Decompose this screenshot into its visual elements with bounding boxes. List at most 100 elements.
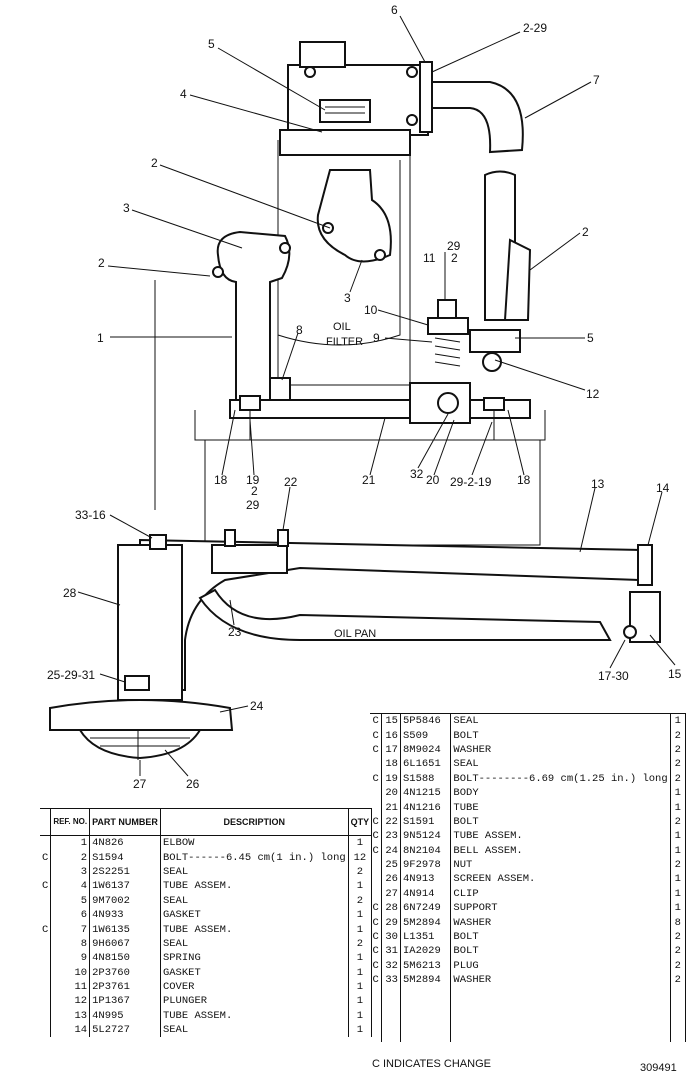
ref-no: 30 — [381, 929, 401, 945]
change-indicator — [40, 966, 51, 980]
callout-2: 2 — [98, 256, 105, 270]
callout-17-30: 17-30 — [598, 669, 629, 683]
ref-no: 31 — [381, 944, 401, 959]
callout-25-29-31: 25-29-31 — [47, 668, 95, 682]
callout-18: 18 — [214, 473, 228, 487]
ref-no: 23 — [381, 829, 401, 844]
ref-no: 16 — [381, 728, 401, 743]
tube-assem-7 — [431, 81, 524, 154]
change-indicator — [40, 1009, 51, 1023]
part-number: 4N913 — [400, 872, 452, 887]
quantity: 2 — [670, 857, 687, 873]
callout-2: 2 — [151, 156, 158, 170]
quantity: 8 — [670, 915, 687, 930]
callout-2: 2 — [251, 484, 258, 498]
part-number: 9N5124 — [400, 829, 452, 844]
ref-no: 13 — [50, 1008, 91, 1024]
plug-32 — [437, 392, 459, 414]
change-indicator: C — [372, 959, 379, 972]
callout-32: 32 — [410, 467, 424, 481]
quantity: 1 — [670, 843, 687, 858]
description: TUBE ASSEM. — [160, 879, 349, 894]
part-number-header: PART NUMBER — [89, 808, 161, 836]
change-note: C INDICATES CHANGE — [372, 1058, 491, 1070]
callout-10: 10 — [364, 303, 378, 317]
change-indicator: C — [42, 880, 49, 893]
change-indicator: C — [372, 931, 379, 944]
ref-no: 25 — [381, 857, 401, 873]
relief-valve — [427, 299, 521, 372]
description: SUPPORT — [450, 901, 671, 916]
callout-26: 26 — [186, 777, 200, 791]
ref-no: 26 — [381, 872, 401, 887]
change-indicator — [370, 786, 382, 800]
ref-no: 6 — [50, 907, 91, 923]
part-number: 4N1216 — [400, 800, 452, 815]
change-indicator: C — [372, 772, 379, 785]
quantity: 2 — [348, 864, 373, 880]
part-number: 6L1651 — [400, 757, 452, 772]
ref-no: 15 — [381, 713, 401, 729]
callout-24: 24 — [250, 699, 264, 713]
callout-7: 7 — [593, 73, 600, 87]
clamp-22 — [211, 544, 288, 574]
callout-29: 29 — [447, 239, 461, 253]
bolt-18-right — [483, 397, 505, 411]
ref-no: 18 — [381, 757, 401, 772]
description: COVER — [160, 979, 349, 995]
part-number: 4N1215 — [400, 785, 452, 801]
quantity: 1 — [348, 907, 373, 923]
qty-header: QTY — [348, 808, 373, 836]
change-indicator: C — [372, 715, 379, 728]
change-indicator: C — [372, 844, 379, 857]
ref-no: 24 — [381, 843, 401, 858]
quantity: 1 — [670, 713, 687, 729]
part-number: 2P3760 — [89, 965, 161, 980]
ref-no: 12 — [50, 994, 91, 1009]
ref-no: 20 — [381, 785, 401, 801]
description: BOLT — [450, 814, 671, 830]
part-number: S1588 — [400, 771, 452, 786]
quantity: 1 — [670, 872, 687, 887]
part-number: 5M2894 — [400, 973, 452, 988]
callout-3: 3 — [123, 201, 130, 215]
change-indicator: C — [372, 830, 379, 843]
callout-13: 13 — [591, 477, 605, 491]
callout-29: 29 — [246, 498, 260, 512]
quantity: 2 — [670, 929, 687, 945]
change-indicator — [40, 951, 51, 965]
leader-lines — [77, 15, 676, 777]
callout-29-2-19: 29-2-19 — [450, 475, 492, 489]
part-number: 4N933 — [89, 907, 161, 923]
table-filler-row — [370, 987, 687, 1043]
description: PLUG — [450, 958, 671, 974]
callout-19: 19 — [246, 473, 260, 487]
quantity: 1 — [348, 979, 373, 995]
callout-27: 27 — [133, 777, 147, 791]
change-indicator — [370, 858, 382, 872]
oil-pan-label: OIL PAN — [334, 628, 376, 640]
ref-no: 29 — [381, 915, 401, 930]
change-indicator — [40, 908, 51, 922]
part-number: 8N2104 — [400, 843, 452, 858]
description: TUBE ASSEM. — [450, 829, 671, 844]
oil-filter-label-1: OIL — [333, 321, 351, 333]
description: GASKET — [160, 965, 349, 980]
quantity: 1 — [670, 800, 687, 815]
description: GASKET — [160, 907, 349, 923]
